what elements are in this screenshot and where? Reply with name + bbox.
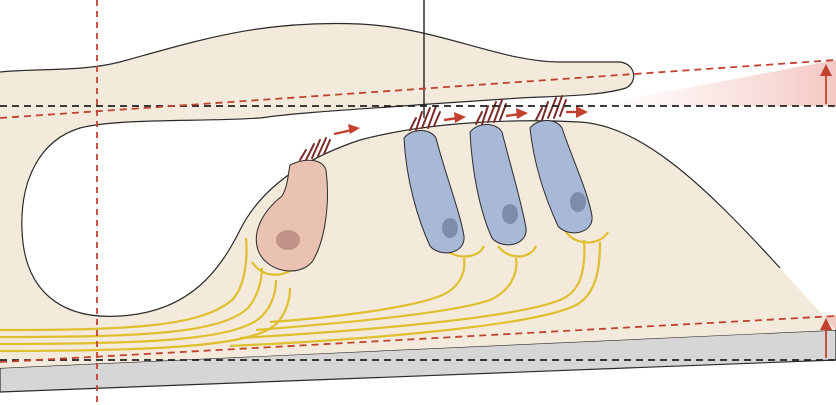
outer-hair-cell-1-nucleus (442, 218, 458, 238)
outer-hair-cell-2-nucleus (502, 204, 518, 224)
upper-shift-band (600, 60, 836, 106)
displacement-arrows (820, 64, 832, 358)
inner-hair-cell-nucleus (276, 230, 300, 250)
outer-hair-cell-3-nucleus (570, 192, 586, 212)
